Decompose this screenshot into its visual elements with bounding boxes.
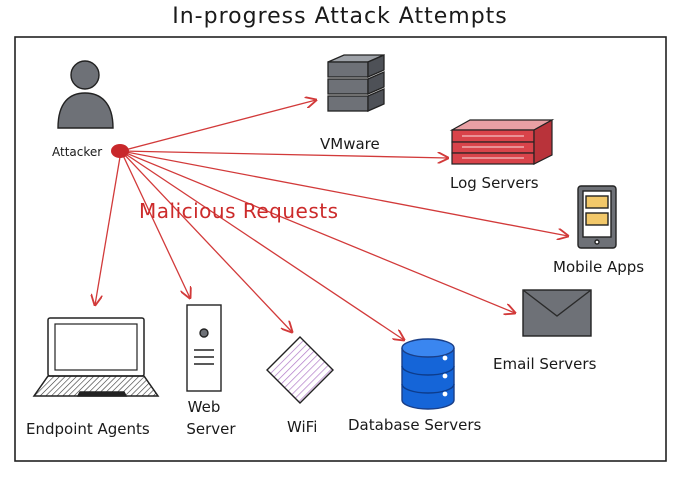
arrow-to-email-servers — [120, 150, 515, 313]
laptop-icon — [32, 317, 160, 397]
rack-server-icon — [449, 118, 555, 165]
edge-label-malicious-requests: Malicious Requests — [139, 199, 339, 223]
user-icon — [57, 60, 114, 129]
label-endpoint-agents: Endpoint Agents — [26, 420, 150, 438]
arrow-to-endpoint-agents — [95, 150, 122, 305]
label-vmware: VMware — [320, 135, 380, 153]
diagram-title: In-progress Attack Attempts — [172, 4, 508, 29]
arrow-to-web-server — [120, 150, 190, 298]
attacker-origin-dot — [111, 144, 129, 158]
attack-arrows — [95, 100, 568, 340]
envelope-icon — [522, 289, 592, 337]
arrow-to-wifi — [120, 150, 292, 332]
label-wifi: WiFi — [287, 418, 318, 436]
wifi-icon — [266, 336, 334, 404]
server-stack-icon — [327, 54, 385, 112]
attacker-label: Attacker — [52, 145, 103, 159]
label-web-server-line1: Web — [187, 398, 221, 416]
label-log-servers: Log Servers — [450, 174, 539, 192]
arrow-to-database-servers — [120, 150, 404, 340]
diagram-frame — [14, 36, 667, 462]
label-web-server-line2: Server — [186, 420, 236, 438]
arrow-to-log-servers — [120, 150, 448, 158]
arrow-to-vmware — [120, 100, 316, 152]
label-mobile-apps: Mobile Apps — [553, 258, 645, 276]
database-icon — [401, 338, 455, 410]
mobile-phone-icon — [577, 185, 617, 249]
arrow-to-mobile-apps — [120, 150, 568, 236]
tower-server-icon — [186, 304, 222, 392]
label-email-servers: Email Servers — [493, 355, 597, 373]
label-database-servers: Database Servers — [348, 416, 482, 434]
